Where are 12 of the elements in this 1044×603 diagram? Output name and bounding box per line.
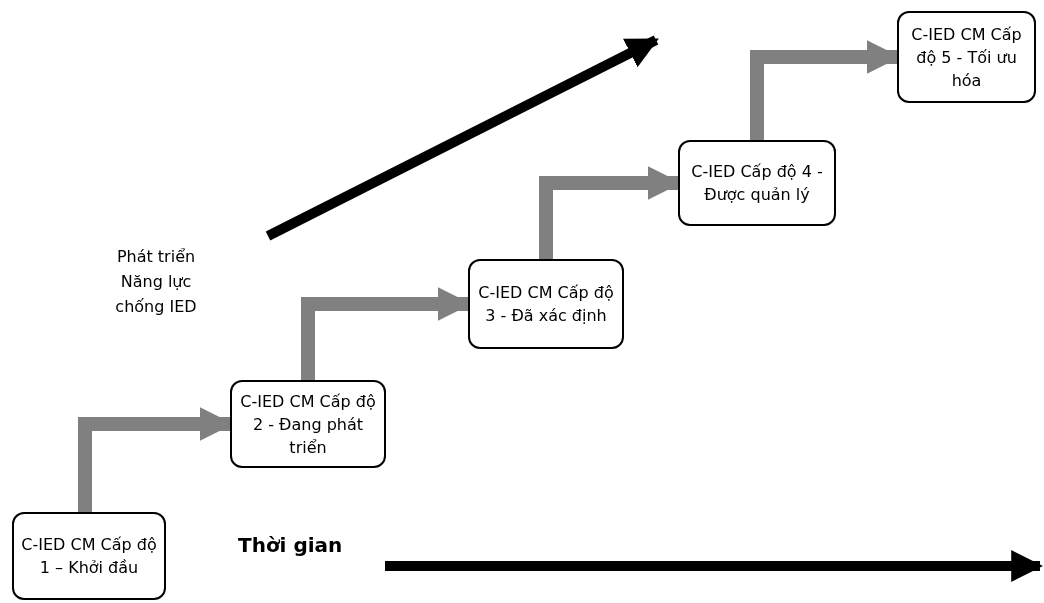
level-box [230, 380, 386, 468]
level-label: C-IED CM Cấp độ 2 - Đang phát triển [239, 390, 377, 459]
level-label: C-IED CM Cấp độ 5 - Tối ưu hóa [910, 23, 1023, 92]
level-box [897, 11, 1036, 103]
level-box [678, 140, 836, 226]
axis-label: Phát triển Năng lực chống IED [114, 246, 198, 318]
level-label: C-IED CM Cấp độ 1 – Khởi đầu [20, 534, 158, 579]
level-label: C-IED CM Cấp độ 3 - Đã xác định [477, 282, 615, 327]
axis-label: Thời gian [238, 532, 344, 558]
level-box [468, 259, 624, 349]
level-box [12, 512, 166, 600]
level-label: C-IED Cấp độ 4 - Được quản lý [690, 161, 824, 206]
